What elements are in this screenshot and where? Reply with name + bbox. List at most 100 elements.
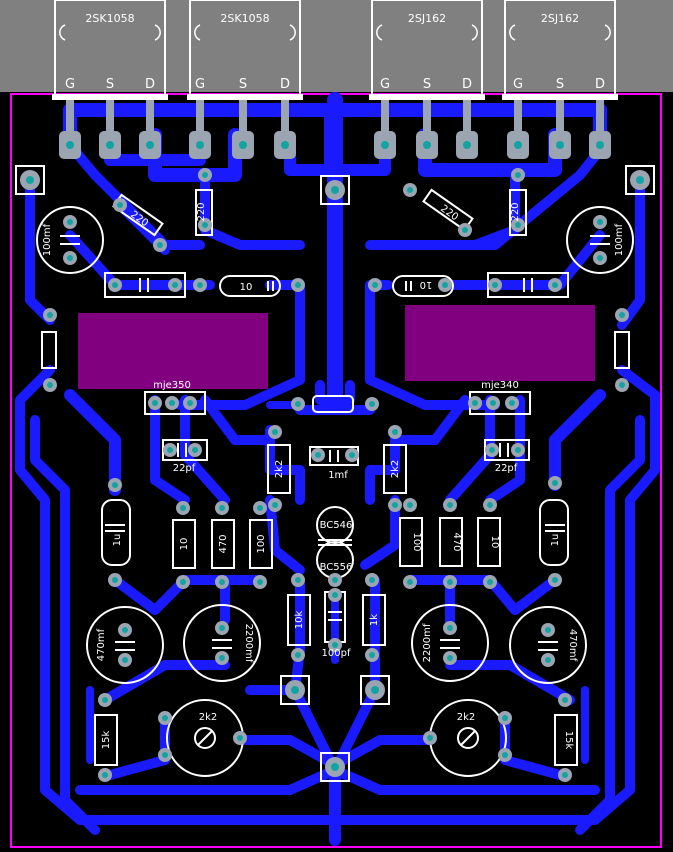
pad-hole	[371, 686, 379, 694]
label-res-1k: 1k	[369, 614, 380, 626]
pad-hole	[636, 176, 644, 184]
pad-hole	[372, 282, 378, 288]
connector-outline	[625, 165, 655, 195]
transistor-q3: 2SJ162 G S D	[369, 0, 485, 100]
pad-hole	[502, 752, 508, 758]
pad-hole	[472, 400, 478, 406]
keepout-right	[405, 305, 595, 381]
label-res-470-left: 470	[218, 534, 229, 553]
pin-d: D	[280, 77, 290, 92]
pad-hole	[462, 227, 468, 233]
res-10k-body	[287, 594, 311, 646]
pin-g: G	[195, 77, 205, 92]
pad-hole	[157, 242, 163, 248]
label-res-100-right: 100	[411, 532, 422, 551]
pad-hole	[597, 219, 603, 225]
pin-g: G	[513, 77, 523, 92]
pin-s: S	[423, 77, 431, 92]
pad-hole	[106, 141, 114, 149]
res-center-top	[312, 395, 354, 413]
pad-hole	[332, 642, 338, 648]
label-cap-2200mf-right: 2200mf	[422, 623, 433, 662]
pad-hole	[117, 202, 123, 208]
pad-hole	[192, 447, 198, 453]
label-res-2k2-left: 2k2	[274, 460, 285, 479]
pad-hole	[67, 255, 73, 261]
keepout-left	[78, 313, 268, 389]
pin-d: D	[145, 77, 155, 92]
pad-hole	[407, 579, 413, 585]
pad-hole	[167, 447, 173, 453]
pad-hole	[202, 222, 208, 228]
pad-hole	[219, 655, 225, 661]
label-res-10k: 10k	[294, 611, 305, 630]
res-side-right	[614, 331, 630, 369]
pad-hole	[219, 625, 225, 631]
pad-hole	[162, 752, 168, 758]
pad-hole	[562, 697, 568, 703]
res-1k-body	[362, 594, 386, 646]
pad-hole	[619, 382, 625, 388]
label-cap-470mf-right: 470mf	[567, 629, 578, 662]
res-side-left	[41, 331, 57, 369]
film-cap-left	[104, 272, 186, 298]
label-cap-right-top: 100mf	[614, 223, 625, 256]
pad-hole	[152, 400, 158, 406]
label-cap-22pf-right: 22pf	[495, 463, 518, 474]
res-10-right-body	[392, 275, 454, 297]
res-1u-right-body	[539, 499, 569, 566]
pad-hole	[26, 176, 34, 184]
pad-hole	[463, 141, 471, 149]
pad-hole	[369, 401, 375, 407]
label-res-2k2-right: 2k2	[390, 460, 401, 479]
label-res-1u-right: 1u	[550, 534, 561, 547]
res-2k2-left-body	[267, 444, 291, 494]
pad-hole	[545, 627, 551, 633]
pad-hole	[295, 577, 301, 583]
pad-hole	[162, 715, 168, 721]
pad-hole	[102, 772, 108, 778]
pad-hole	[187, 400, 193, 406]
transistor-q3-label: 2SJ162	[408, 12, 446, 25]
pad-hole	[197, 282, 203, 288]
pad-hole	[515, 172, 521, 178]
cap-470mf-left-outline	[86, 606, 164, 684]
pad-hole	[381, 141, 389, 149]
label-r-gate-left2: 220	[196, 202, 207, 221]
pad-hole	[447, 502, 453, 508]
pad-hole	[552, 480, 558, 486]
pin-g: G	[380, 77, 390, 92]
pin-d: D	[462, 77, 472, 92]
pad-hole	[112, 482, 118, 488]
pad-hole	[331, 763, 339, 771]
transistor-q1-label: 2SK1058	[85, 12, 134, 25]
label-bc546: BC546	[320, 520, 353, 531]
res-470-right-body	[439, 517, 463, 567]
pad-hole	[272, 502, 278, 508]
pad-hole	[202, 172, 208, 178]
res-10-left-body	[219, 275, 281, 297]
pad-hole	[332, 577, 338, 583]
pin-s: S	[556, 77, 564, 92]
label-mje-left: mje350	[153, 380, 191, 391]
label-pot-left: 2k2	[199, 712, 218, 723]
pad-hole	[112, 282, 118, 288]
transistor-legs	[66, 100, 604, 135]
pad-hole	[272, 429, 278, 435]
pad-hole	[257, 505, 263, 511]
pad-hole	[447, 579, 453, 585]
pad-hole	[196, 141, 204, 149]
pad-hole	[102, 697, 108, 703]
label-cap-100pf: 100pf	[322, 648, 351, 659]
pad-hole	[545, 657, 551, 663]
connector-outline	[320, 175, 350, 205]
pad-hole	[146, 141, 154, 149]
pad-hole	[556, 141, 564, 149]
pad-hole	[407, 187, 413, 193]
label-cap-470mf-left: 470mf	[96, 628, 107, 661]
transistor-q2: 2SK1058 G S D	[187, 0, 303, 100]
pad-hole	[515, 447, 521, 453]
pad-hole	[552, 577, 558, 583]
pad-hole	[295, 652, 301, 658]
pad-hole	[442, 282, 448, 288]
